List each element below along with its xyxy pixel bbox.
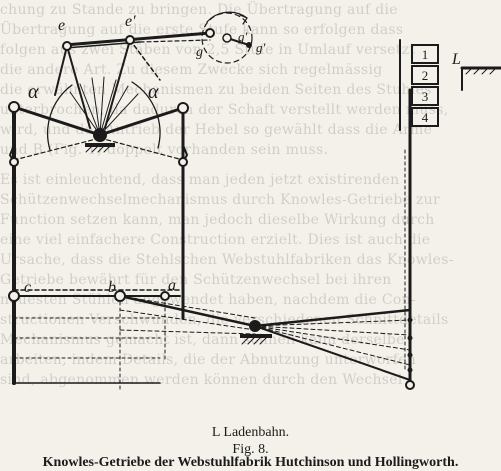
- knowles-mechanism-figure: e e′ g g′ g′ α α c b a L 1 2 3 4: [8, 11, 501, 391]
- label-a: a: [168, 277, 176, 294]
- upper-lever-dashed-left: [13, 137, 101, 161]
- alpha-arc-left: [46, 84, 73, 151]
- shuttle-pin-2: [407, 335, 413, 341]
- center-pivot: [93, 128, 107, 142]
- legend-caption: L Ladenbahn.: [211, 425, 290, 440]
- box-label-2: 2: [422, 68, 429, 83]
- hatch-lower: [241, 337, 267, 345]
- figure-title: Knowles-Getriebe der Webstuhlfabrik Hutc…: [42, 455, 459, 470]
- lade-pivot-ground: [240, 334, 272, 338]
- lade-lever-2: [253, 308, 412, 328]
- figure-number: Fig. 8.: [232, 442, 269, 457]
- label-e: e: [58, 17, 65, 34]
- label-c: c: [24, 279, 31, 296]
- link-eprime: [104, 39, 131, 129]
- crank-circle: [201, 12, 253, 64]
- hatch-top: [85, 145, 111, 153]
- box-label-4: 4: [422, 110, 429, 125]
- shuttle-pin-3: [407, 352, 413, 358]
- upper-lever-dashed-right: [99, 137, 184, 161]
- label-g-dprime: g′: [256, 40, 266, 55]
- joint-b: [114, 290, 126, 302]
- upper-lever-left: [12, 105, 102, 137]
- rotation-arrowhead: [239, 14, 248, 25]
- joint-e: [62, 41, 72, 51]
- link-e-left: [54, 45, 68, 96]
- lade-lever: [118, 294, 257, 328]
- joint-g: [205, 28, 215, 38]
- lade-lever-3: [254, 325, 411, 381]
- label-L: L: [451, 51, 461, 68]
- crank-pin: [246, 42, 252, 48]
- label-g: g: [196, 45, 203, 60]
- box-label-1: 1: [422, 47, 429, 62]
- joint-a: [160, 291, 170, 301]
- label-e-prime: e′: [125, 13, 136, 30]
- crank-center: [222, 33, 232, 43]
- joint-lower-right: [405, 380, 415, 390]
- alpha-arc-right: [131, 81, 161, 149]
- joint-eprime: [125, 35, 135, 45]
- top-bar: [63, 31, 212, 47]
- label-alpha-right: α: [148, 81, 159, 103]
- label-g-prime: g′: [238, 29, 248, 44]
- lade-race-hatch: [465, 67, 497, 75]
- label-b: b: [108, 279, 116, 296]
- link-e-right: [66, 45, 91, 129]
- lade-fan: [119, 295, 411, 366]
- joint-right-lower: [178, 157, 188, 167]
- joint-right-top: [177, 102, 189, 114]
- joint-left-lower: [9, 157, 19, 167]
- link-eprime-2: [129, 39, 161, 81]
- joint-c: [8, 290, 20, 302]
- shuttle-boxes: [411, 44, 439, 127]
- lade-pivot: [249, 320, 261, 332]
- label-alpha-left: α: [28, 81, 39, 103]
- shuttle-pin-4: [407, 367, 413, 373]
- upper-lever-right: [98, 106, 185, 137]
- rotation-arrow: [206, 11, 248, 23]
- joint-left-top: [8, 101, 20, 113]
- top-bar-dashed: [139, 39, 211, 43]
- pivot-ground: [85, 143, 115, 147]
- shuttle-pin-1: [407, 317, 413, 323]
- box-label-3: 3: [422, 89, 429, 104]
